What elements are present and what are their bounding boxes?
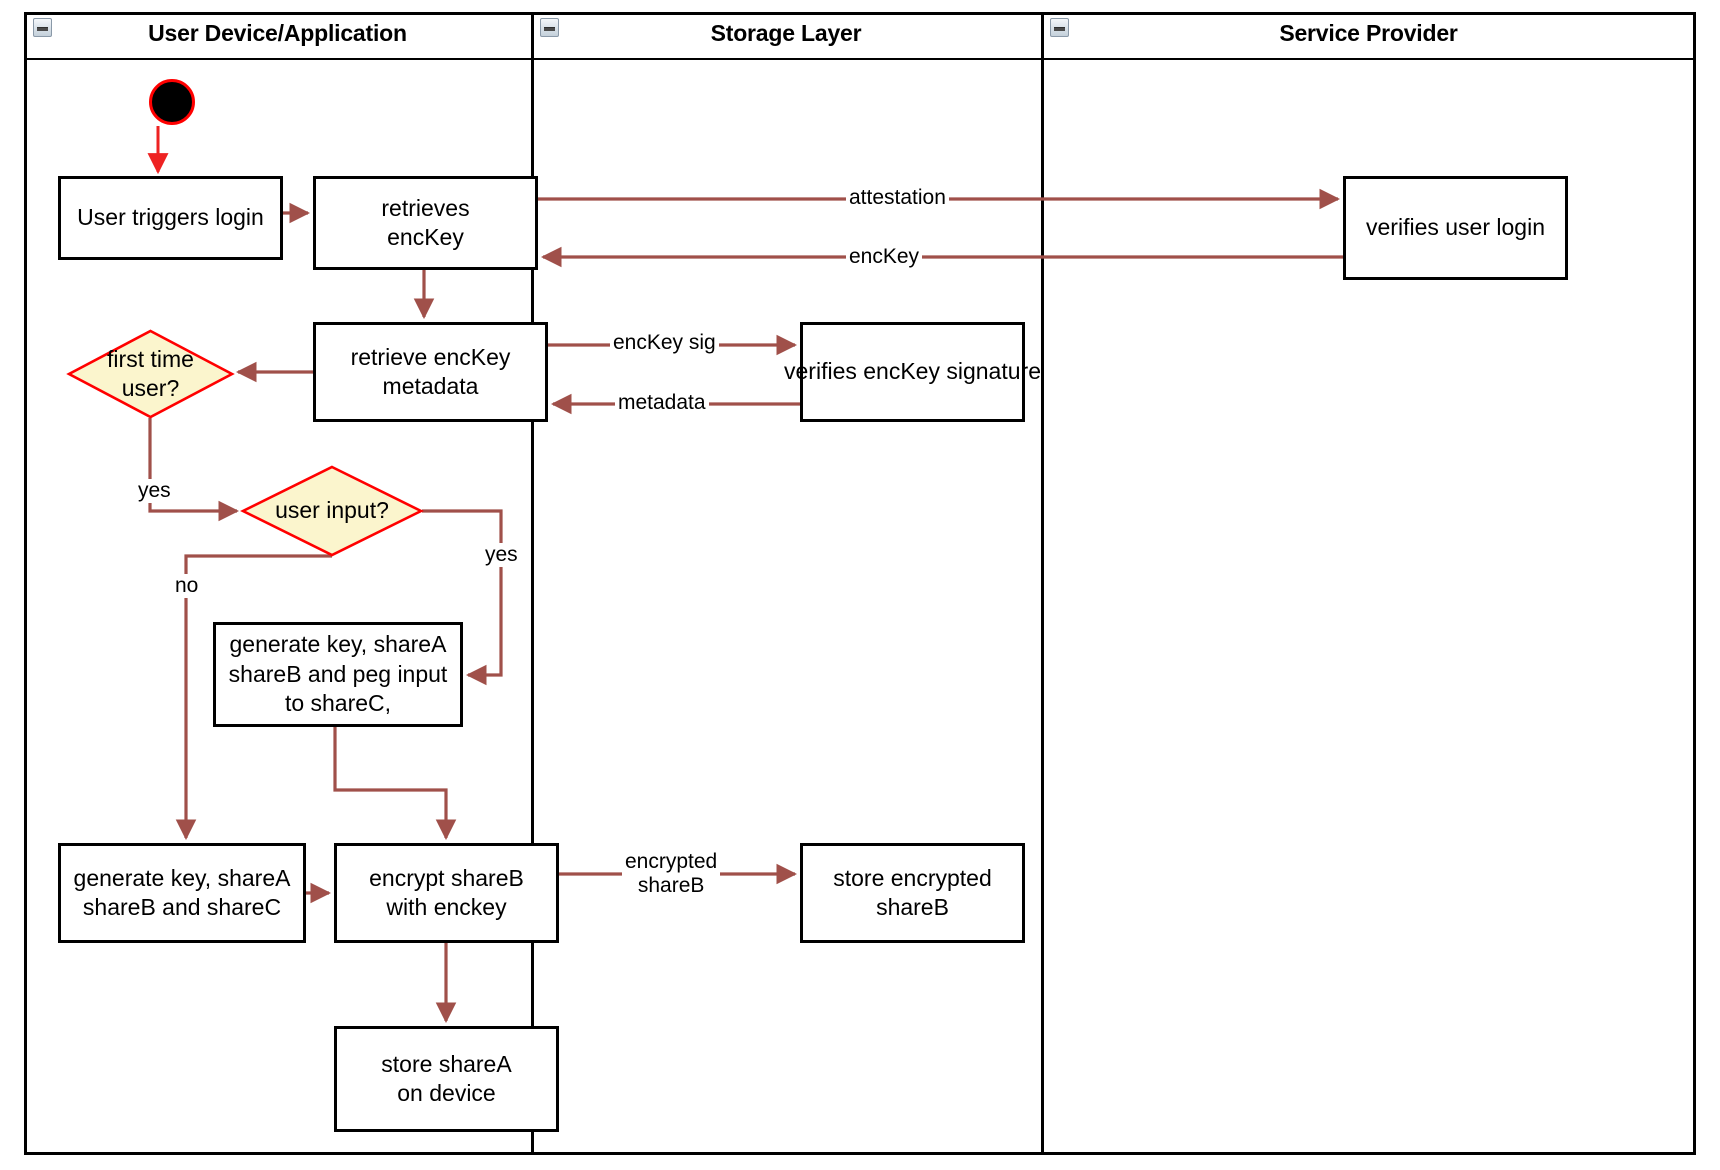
collapse-icon-service-provider[interactable] [1050, 18, 1069, 37]
edge-userinput-no [175, 554, 332, 841]
lane-title-service-provider: Service Provider [1279, 20, 1458, 46]
lane-divider-1 [531, 12, 534, 1155]
lane-divider-2 [1041, 12, 1044, 1155]
swimlane-pool [24, 12, 1696, 1155]
node-generate-key-peg[interactable]: generate key, shareA shareB and peg inpu… [213, 622, 463, 727]
edge-label-enckey: encKey [846, 245, 923, 270]
collapse-icon-user-device[interactable] [33, 18, 52, 37]
lane-title-user-device: User Device/Application [148, 20, 407, 46]
node-user-triggers-login[interactable]: User triggers login [58, 176, 283, 260]
edge-label-metadata: metadata [615, 391, 709, 416]
edge-peg-to-encrypt [333, 727, 457, 841]
edge-label-yes-user-input: yes [482, 543, 521, 568]
edge-label-no-user-input: no [172, 574, 202, 599]
collapse-icon-storage-layer[interactable] [540, 18, 559, 37]
edge-label-attestation: attestation [846, 186, 949, 211]
edge-label-enckey-sig: encKey sig [610, 331, 719, 356]
node-verifies-enckey-signature[interactable]: verifies encKey signature [784, 322, 1041, 422]
decision-user-input[interactable]: user input? [240, 465, 424, 557]
node-generate-key-shares[interactable]: generate key, shareA shareB and shareC [58, 843, 306, 943]
node-verifies-user-login[interactable]: verifies user login [1343, 176, 1568, 280]
edge-userinput-yes [422, 509, 503, 686]
edge-label-encrypted-shareb: encrypted shareB [622, 850, 721, 899]
node-store-sharea[interactable]: store shareA on device [334, 1026, 559, 1132]
node-store-encrypted-shareb[interactable]: store encrypted shareB [800, 843, 1025, 943]
decision-first-time-user-label: first time user? [107, 345, 194, 401]
edge-label-yes-first-time: yes [135, 479, 174, 504]
decision-first-time-user[interactable]: first time user? [66, 329, 235, 419]
lane-header-divider [24, 58, 1696, 60]
edge-firsttime-yes [148, 418, 240, 522]
node-encrypt-shareb[interactable]: encrypt shareB with enckey [334, 843, 559, 943]
start-node [149, 79, 195, 125]
node-retrieves-enckey[interactable]: retrieves encKey [313, 176, 538, 270]
node-retrieve-enckey-metadata[interactable]: retrieve encKey metadata [313, 322, 548, 422]
decision-user-input-label: user input? [275, 497, 389, 524]
lane-title-storage-layer: Storage Layer [710, 20, 862, 46]
